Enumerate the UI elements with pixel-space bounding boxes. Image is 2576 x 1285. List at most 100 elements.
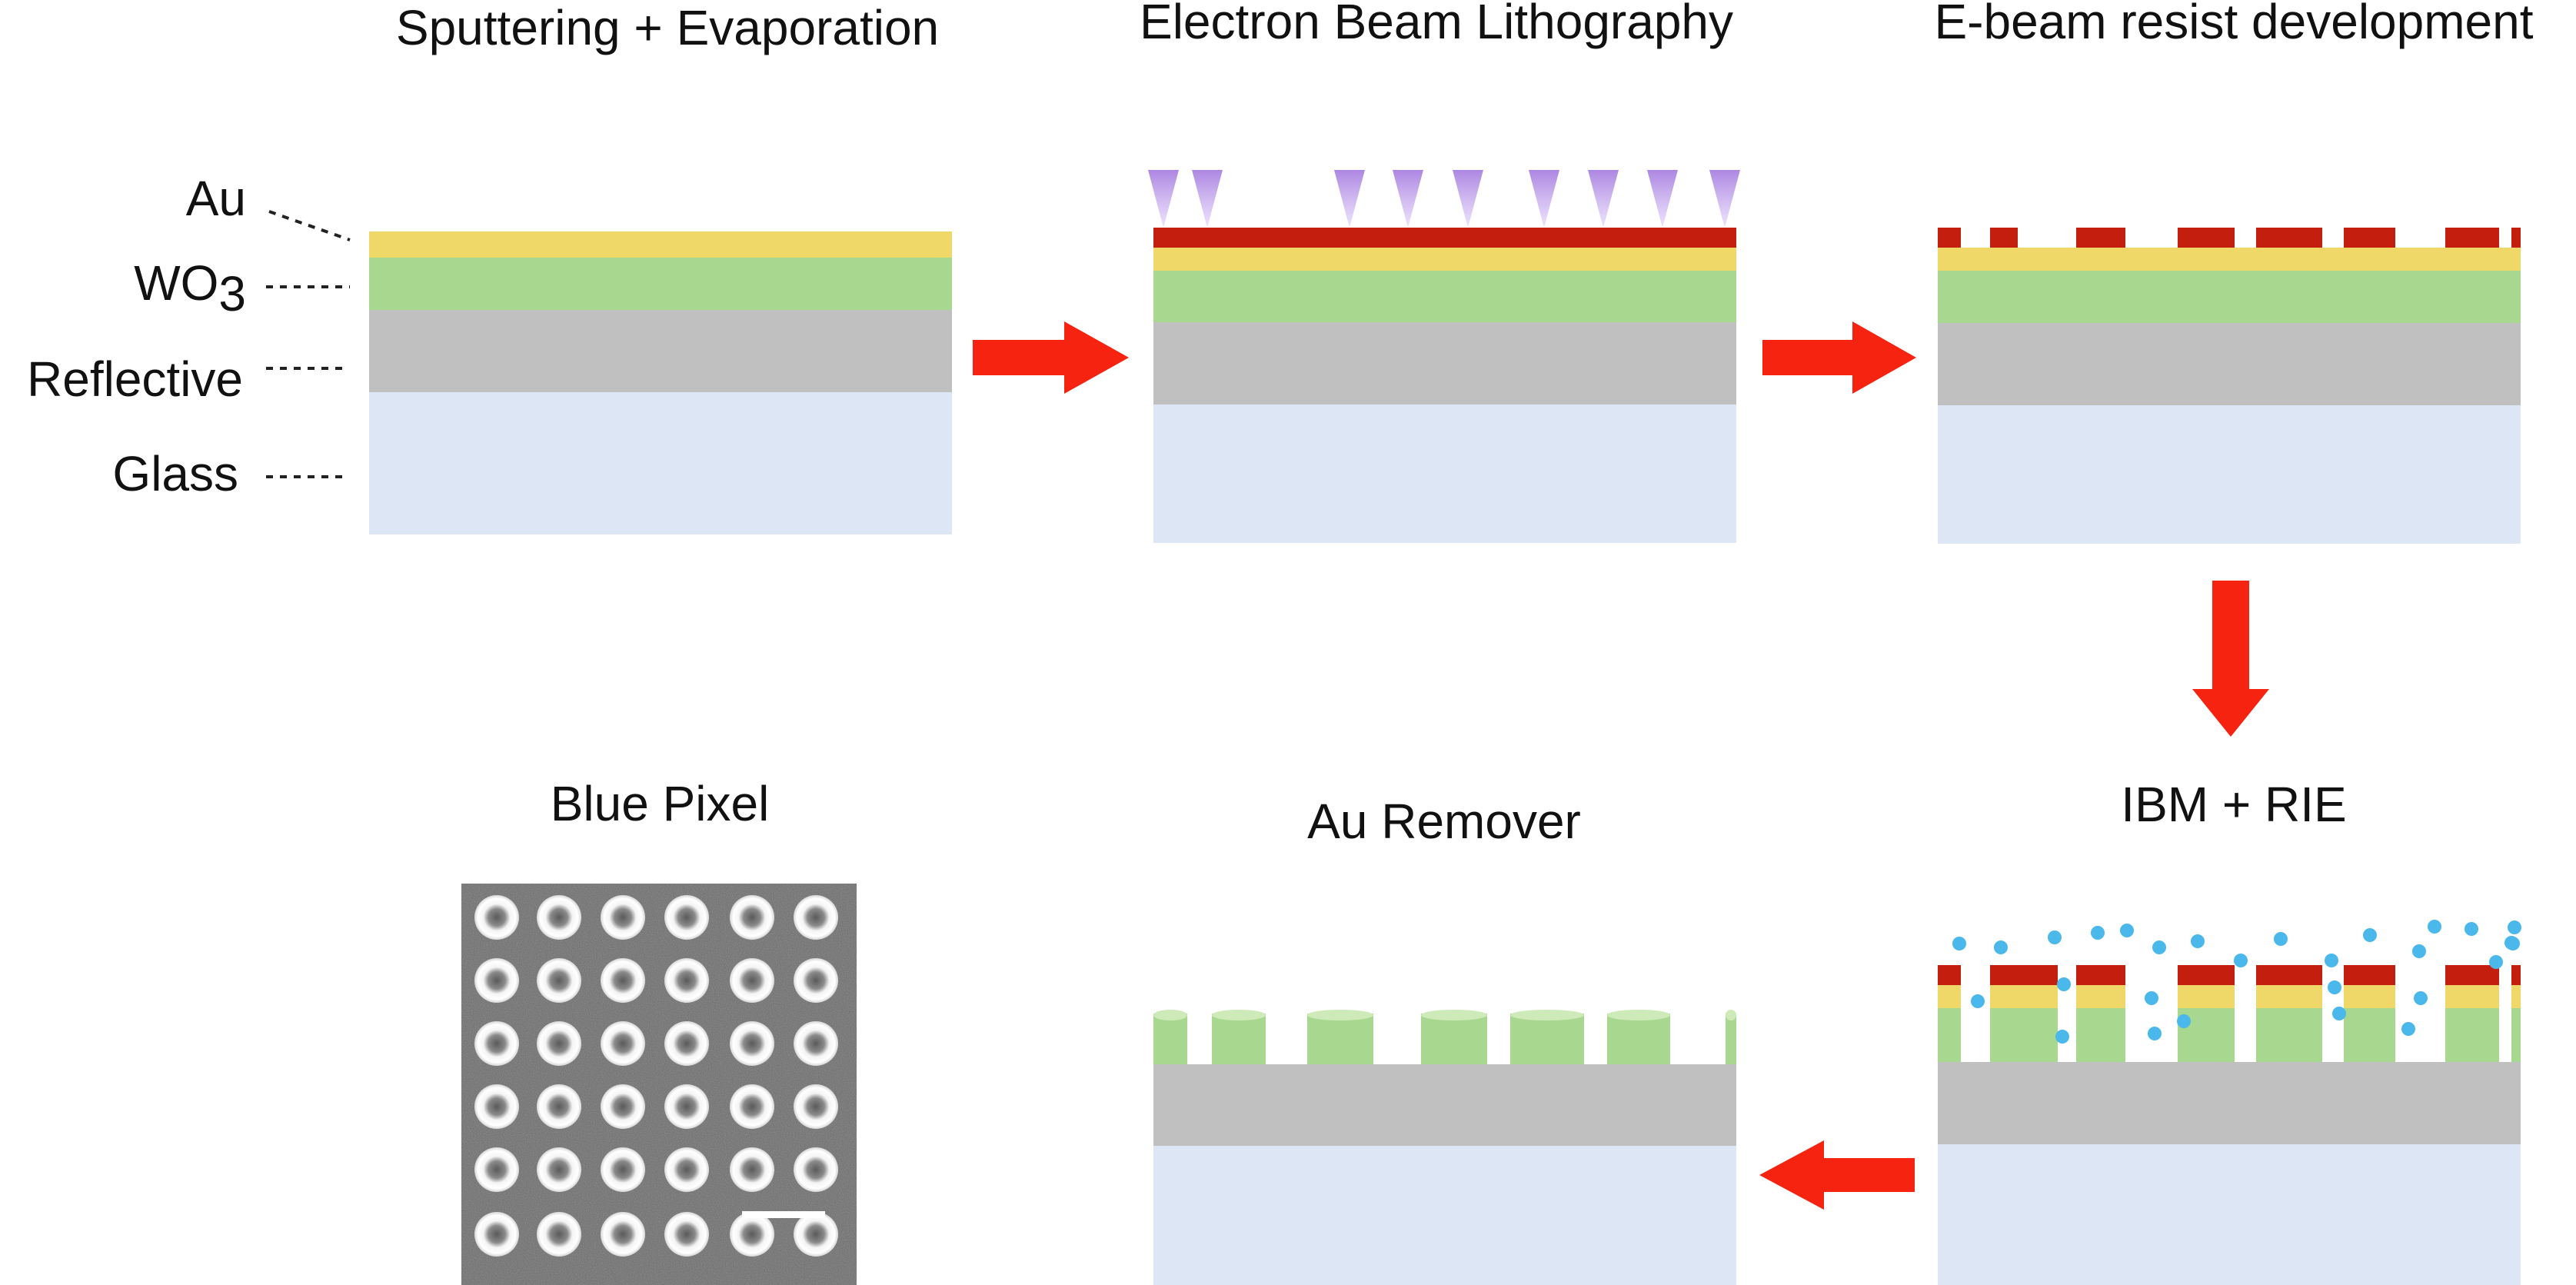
wo3-pillar bbox=[1938, 1008, 1961, 1062]
nanodisk bbox=[474, 1084, 519, 1129]
wo3-pillar bbox=[1726, 1010, 1736, 1064]
nanodisk bbox=[601, 1147, 645, 1192]
ion-particle-icon bbox=[1994, 940, 2008, 954]
ion-particle-icon bbox=[2145, 991, 2158, 1005]
scale-bar bbox=[742, 1211, 825, 1218]
wo3-pillar bbox=[2076, 1008, 2125, 1062]
wo3-pillar-top bbox=[1607, 1010, 1670, 1020]
stack-panel-2 bbox=[1153, 228, 1736, 543]
wo3-pillar-top bbox=[1307, 1010, 1373, 1020]
electron-beam-cone-icon bbox=[1192, 170, 1223, 228]
nanodisk bbox=[664, 1084, 709, 1129]
wo3-pillar-body bbox=[1726, 1014, 1736, 1064]
step6-title: Blue Pixel bbox=[551, 776, 770, 831]
nanodisk bbox=[730, 958, 774, 1003]
electron-beam-cone-icon bbox=[1529, 170, 1559, 228]
wo3-label: WO3 bbox=[134, 255, 246, 321]
ion-particle-icon bbox=[2057, 977, 2071, 991]
nanodisk bbox=[601, 1021, 645, 1066]
wo3-pillar bbox=[1990, 1008, 2058, 1062]
nanodisk bbox=[794, 895, 838, 940]
ion-particle-icon bbox=[1971, 994, 1985, 1008]
reflective-layer bbox=[1938, 323, 2521, 405]
ion-particle-icon bbox=[2234, 954, 2248, 967]
pillar bbox=[2511, 965, 2521, 1062]
nanodisk bbox=[730, 895, 774, 940]
resist-block bbox=[1990, 228, 2018, 248]
wo3-pillar bbox=[1510, 1010, 1584, 1064]
au-layer bbox=[1938, 248, 2521, 271]
resist-opening bbox=[2322, 226, 2344, 248]
ion-particle-icon bbox=[2489, 955, 2503, 969]
resist-opening bbox=[1961, 225, 1990, 248]
nanodisk bbox=[601, 895, 645, 940]
wo3-pillar bbox=[2445, 1008, 2499, 1062]
step3-title: E-beam resist development bbox=[1934, 0, 2533, 49]
pillar bbox=[1990, 965, 2058, 1062]
nanodisk bbox=[730, 1147, 774, 1192]
electron-beam-cone-icon bbox=[1647, 170, 1678, 228]
au-layer bbox=[1153, 248, 1736, 271]
step1-title: Sputtering + Evaporation bbox=[396, 0, 939, 55]
wo3-pillar bbox=[2256, 1008, 2322, 1062]
nanodisk bbox=[664, 1147, 709, 1192]
wo3-pillar bbox=[1153, 1010, 1187, 1064]
ion-particle-icon bbox=[2414, 991, 2428, 1005]
nanodisk bbox=[794, 1147, 838, 1192]
stack-panel-1 bbox=[369, 231, 952, 534]
nanodisk bbox=[537, 1147, 581, 1192]
resist-cap bbox=[2344, 965, 2395, 985]
reflective-label: Reflective bbox=[27, 351, 243, 407]
nanodisk bbox=[794, 1212, 838, 1257]
resist-opening bbox=[2018, 225, 2076, 248]
nanodisk bbox=[601, 1084, 645, 1129]
electron-beam-cone-icon bbox=[1588, 170, 1619, 228]
nanodisk bbox=[537, 895, 581, 940]
stack-panel-5 bbox=[1153, 1064, 1736, 1285]
resist-block bbox=[2178, 228, 2235, 248]
sem-image bbox=[461, 884, 857, 1285]
nanodisk bbox=[664, 1021, 709, 1066]
process-arrow-right-2 bbox=[1762, 321, 1916, 394]
au-cap bbox=[1938, 985, 1961, 1008]
wo3-pillar bbox=[2511, 1008, 2521, 1062]
process-arrow-down bbox=[2192, 581, 2269, 737]
reflective-layer bbox=[1938, 1062, 2521, 1144]
wo3-pillar bbox=[1421, 1010, 1487, 1064]
wo3-pillar-body bbox=[1307, 1014, 1373, 1064]
ion-particle-icon bbox=[2428, 920, 2441, 934]
resist-opening bbox=[2499, 228, 2511, 248]
ion-particle-icon bbox=[1952, 937, 1966, 950]
nanodisk bbox=[664, 895, 709, 940]
wo3-pillar bbox=[1307, 1010, 1373, 1064]
nanodisk bbox=[730, 1084, 774, 1129]
resist-block bbox=[1938, 228, 1961, 248]
wo3-pillar bbox=[1607, 1010, 1670, 1064]
step2-title: Electron Beam Lithography bbox=[1140, 0, 1733, 49]
step4-title: IBM + RIE bbox=[2121, 777, 2346, 832]
pillar bbox=[2256, 965, 2322, 1062]
au-leader-line bbox=[268, 210, 351, 241]
wo3-pillars bbox=[1153, 1010, 1736, 1064]
glass-layer bbox=[1938, 405, 2521, 544]
resist-opening bbox=[2395, 225, 2445, 248]
wo3-pillar-body bbox=[1510, 1014, 1584, 1064]
ion-particle-icon bbox=[2055, 1030, 2069, 1044]
ion-particle-icon bbox=[2465, 922, 2478, 936]
ion-particle-icon bbox=[2091, 926, 2105, 940]
ion-particle-icon bbox=[2048, 930, 2062, 944]
resist-opening bbox=[2235, 226, 2256, 248]
nanodisk bbox=[474, 1147, 519, 1192]
patterned-resist bbox=[1938, 225, 2521, 248]
pillar bbox=[1938, 965, 1961, 1062]
nanodisk bbox=[601, 958, 645, 1003]
wo3-pillar-top bbox=[1510, 1010, 1584, 1020]
resist-block bbox=[2076, 228, 2125, 248]
resist-cap bbox=[2445, 965, 2499, 985]
reflective-layer bbox=[369, 310, 952, 392]
resist-block bbox=[2344, 228, 2395, 248]
ion-particle-icon bbox=[2504, 936, 2518, 950]
resist-opening bbox=[2125, 225, 2178, 248]
wo3-pillar-top bbox=[1726, 1010, 1736, 1020]
ion-particle-icon bbox=[2332, 1007, 2346, 1020]
